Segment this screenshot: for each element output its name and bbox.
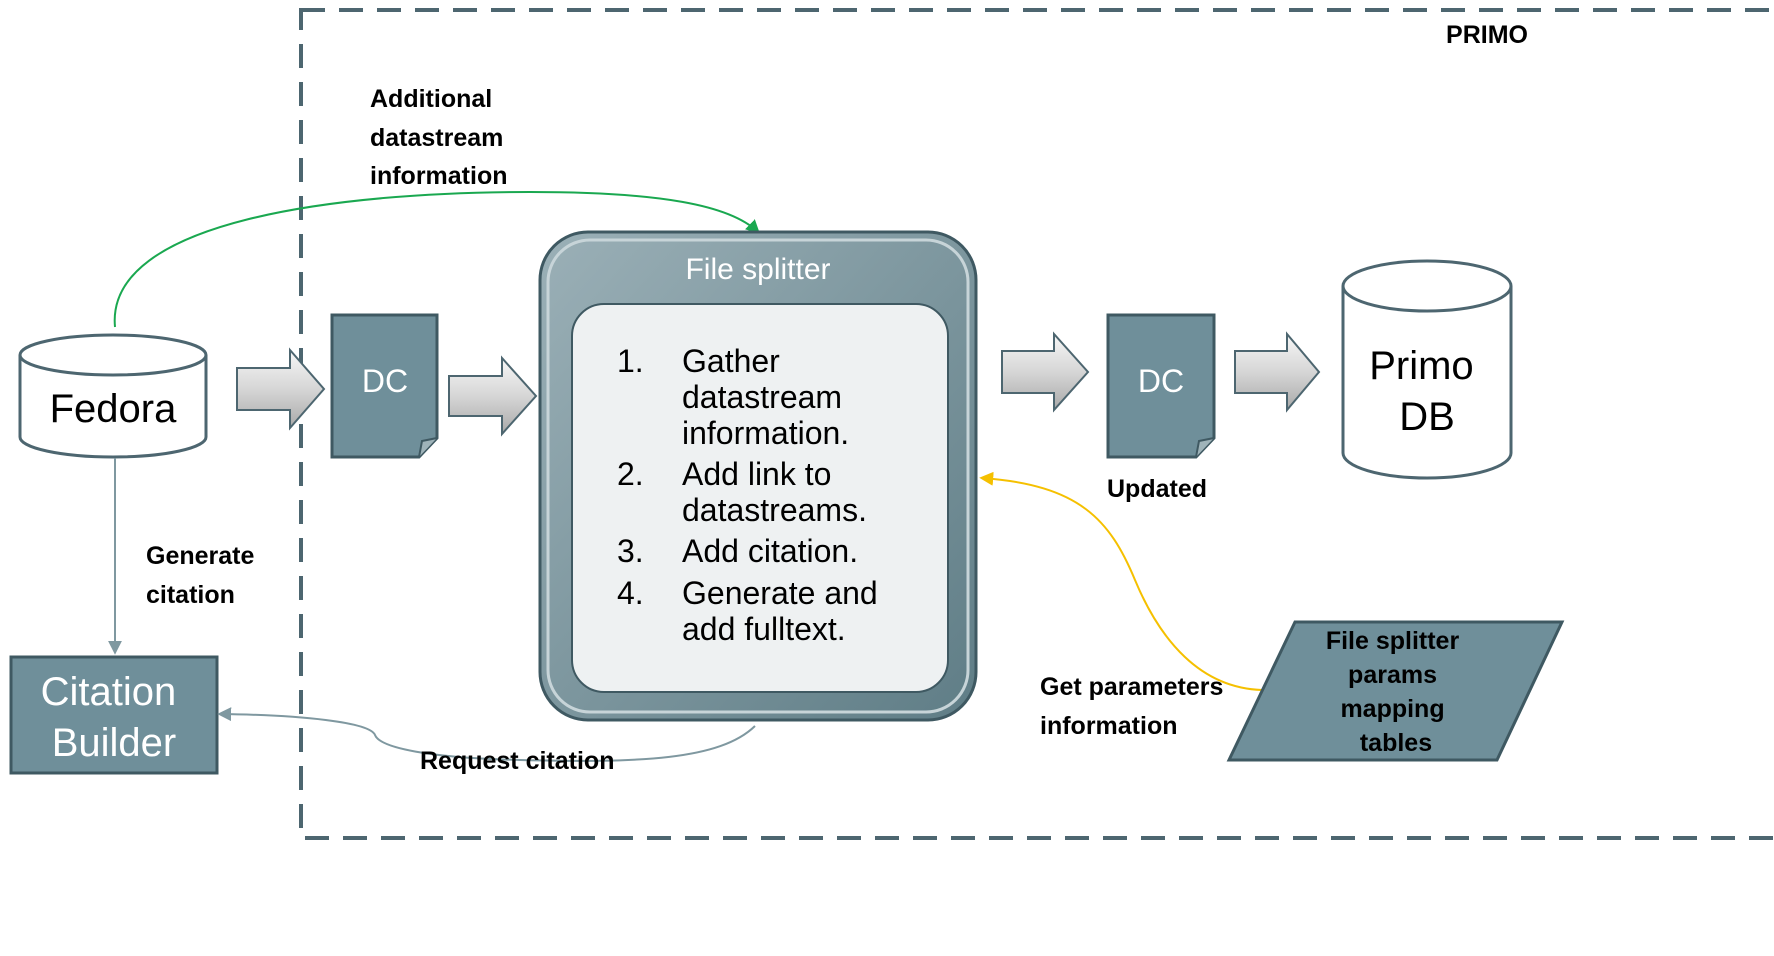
additional-info-arrow	[113, 190, 761, 328]
flow-arrow-splitter-to-dc	[1001, 331, 1090, 413]
primo-db-label: Primo DB	[1369, 344, 1485, 439]
generate-citation-label: Generate citation	[146, 542, 261, 609]
get-parameters-arrow	[979, 471, 1263, 691]
request-citation-label: Request citation	[420, 747, 614, 775]
get-parameters-label: Get parameters information	[1040, 673, 1230, 740]
file-splitter-title: File splitter	[685, 253, 830, 286]
params-mapping-tables: File splitter params mapping tables	[1226, 620, 1565, 762]
flow-arrow-fedora-to-dc	[236, 347, 326, 431]
fedora-database: Fedora	[18, 333, 208, 459]
primo-boundary	[299, 8, 1774, 840]
step-list: 1. Gather datastream information. 2. Add…	[617, 343, 887, 647]
dc-output-document: DC Updated	[1106, 313, 1216, 503]
file-splitter-steps-panel	[571, 303, 949, 693]
primo-boundary-label: PRIMO	[1446, 21, 1528, 49]
dc-output-label: DC	[1138, 363, 1184, 399]
dc-output-caption: Updated	[1107, 475, 1207, 503]
additional-info-label: Additional datastream information	[370, 85, 510, 190]
citation-builder-box: Citation Builder	[9, 655, 219, 775]
flow-arrow-dc-to-primo	[1234, 331, 1321, 413]
dc-input-document: DC	[330, 313, 439, 459]
primo-db-database: Primo DB	[1341, 259, 1513, 480]
request-citation-arrow	[217, 707, 756, 762]
dc-input-label: DC	[362, 363, 408, 399]
params-mapping-label: File splitter params mapping tables	[1326, 627, 1466, 757]
file-splitter-process: File splitter 1. Gather datastream infor…	[538, 230, 978, 722]
flow-arrow-dc-to-splitter	[448, 355, 538, 437]
fedora-label: Fedora	[50, 387, 177, 431]
citation-builder-label: Citation Builder	[41, 670, 188, 765]
